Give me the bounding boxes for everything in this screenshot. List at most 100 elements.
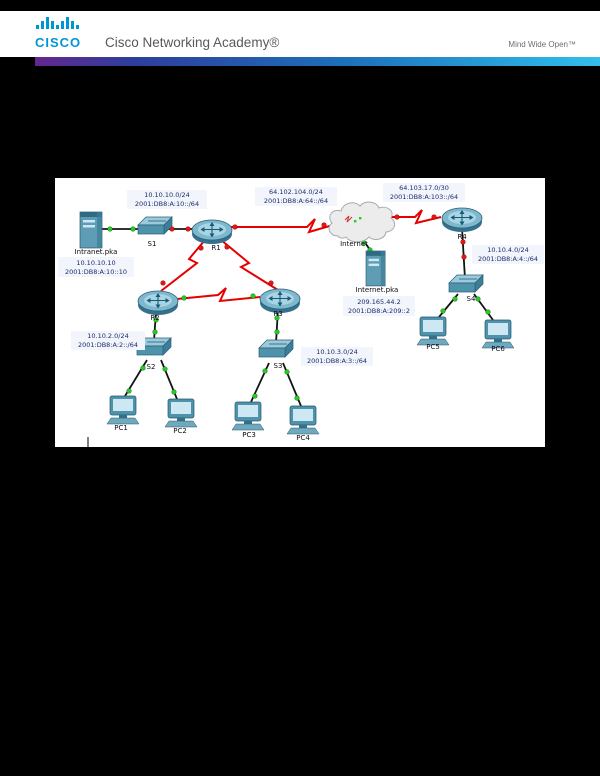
cloud-mark-icon — [354, 220, 357, 223]
status-dot-down — [185, 226, 191, 232]
pc-6[interactable] — [481, 319, 515, 349]
status-dot-up — [171, 389, 177, 395]
subnet-lan1-ipv6: 2001:DB8:A:10::/64 — [135, 200, 199, 208]
status-dot-up — [140, 365, 146, 371]
status-dot-up — [452, 296, 458, 302]
switch-s3[interactable] — [258, 339, 294, 358]
label-s3: S3 — [274, 362, 283, 370]
status-dot-down — [232, 224, 238, 230]
status-dot-down — [461, 254, 467, 260]
pc-4[interactable] — [286, 405, 320, 435]
subnet-lan4-ipv6: 2001:DB8:A:4::/64 — [478, 255, 538, 263]
intranet-address-bg — [58, 257, 134, 277]
status-dot-up — [440, 308, 446, 314]
switch-s4[interactable] — [448, 274, 484, 293]
label-r3: R3 — [273, 310, 282, 318]
link-r1-internet[interactable] — [227, 218, 334, 234]
academy-title: Cisco Networking Academy® — [105, 35, 280, 50]
label-pc6: PC6 — [491, 345, 505, 353]
link-r2-r3[interactable] — [176, 287, 261, 303]
tagline: Mind Wide Open™ — [508, 40, 576, 49]
status-dot-down — [224, 244, 230, 250]
link-r1-r3[interactable] — [220, 239, 279, 291]
pc-2[interactable] — [164, 398, 198, 428]
router-r2[interactable] — [137, 290, 179, 316]
label-pc3: PC3 — [242, 431, 256, 439]
subnet-lan1-ipv4: 10.10.10.0/24 — [144, 191, 190, 199]
status-dot-down — [394, 214, 400, 220]
cloud-internet[interactable] — [328, 201, 396, 243]
subnet-wan1-ipv6: 2001:DB8:A:64::/64 — [264, 197, 328, 205]
cloud-mark-icon — [344, 215, 353, 223]
switch-s1[interactable] — [137, 216, 173, 235]
subnet-lan2-ipv4: 10.10.2.0/24 — [87, 332, 128, 340]
subnet-wan1-ipv4: 64.102.104.0/24 — [269, 188, 323, 196]
subnet-lan2-ipv6: 2001:DB8:A:2::/64 — [78, 341, 138, 349]
internet-server-ipv6: 2001:DB8:A:209::2 — [348, 307, 410, 315]
header-accent-bar — [35, 57, 600, 66]
topology-diagram: 10.10.10.0/24 2001:DB8:A:10::/64 64.102.… — [55, 178, 545, 447]
subnet-label-lan3-bg — [301, 347, 373, 366]
cisco-wordmark: CISCO — [35, 35, 82, 50]
pc-3[interactable] — [231, 401, 265, 431]
intranet-ipv4: 10.10.10.10 — [76, 259, 115, 267]
status-dot-up — [485, 309, 491, 315]
label-internet-cloud: Internet — [340, 240, 368, 248]
link-r1-r2[interactable] — [160, 239, 206, 292]
status-dot-up — [250, 293, 256, 299]
status-dot-up — [284, 369, 290, 375]
intranet-ipv6: 2001:DB8:A:10::10 — [65, 268, 127, 276]
label-r4: R4 — [457, 233, 467, 241]
cisco-logo-bars-icon — [36, 17, 79, 29]
server-internet[interactable] — [365, 250, 386, 287]
label-pc2: PC2 — [173, 427, 187, 435]
status-dot-down — [431, 214, 437, 220]
label-pc5: PC5 — [426, 343, 440, 351]
pc-1[interactable] — [106, 395, 140, 425]
status-dot-up — [274, 315, 280, 321]
status-dot-down — [198, 245, 204, 251]
status-dot-down — [160, 280, 166, 286]
router-r4[interactable] — [441, 207, 483, 233]
status-dot-up — [130, 226, 136, 232]
status-dot-down — [460, 239, 466, 245]
page-header: CISCO Cisco Networking Academy® Mind Wid… — [0, 11, 600, 57]
status-dot-up — [274, 329, 280, 335]
link-r4-s4[interactable] — [461, 227, 466, 280]
subnet-wan2-ipv4: 64.103.17.0/30 — [399, 184, 449, 192]
label-intranet-server: Intranet.pka — [75, 248, 118, 256]
label-pc1: PC1 — [114, 424, 128, 432]
subnet-label-wan2-bg — [383, 183, 465, 202]
cloud-mark-icon — [359, 217, 362, 220]
pc-5[interactable] — [416, 316, 450, 346]
label-internet-server: Internet.pka — [356, 286, 399, 294]
internet-server-ipv4: 209.165.44.2 — [357, 298, 400, 306]
status-dot-up — [181, 295, 187, 301]
label-s1: S1 — [148, 240, 157, 248]
status-dot-up — [262, 368, 268, 374]
status-dot-up — [252, 393, 258, 399]
server-intranet[interactable] — [79, 211, 103, 249]
subnet-label-wan1-bg — [255, 187, 337, 206]
status-dot-up — [475, 296, 481, 302]
subnet-label-lan1-bg — [127, 190, 207, 209]
router-r1[interactable] — [191, 219, 233, 245]
status-dot-up — [126, 388, 132, 394]
topology-canvas: 10.10.10.0/24 2001:DB8:A:10::/64 64.102.… — [58, 183, 544, 447]
status-dot-down — [268, 280, 274, 286]
link-internet-r4[interactable] — [389, 209, 442, 225]
subnet-label-lan4-bg — [472, 245, 544, 264]
cisco-logo: CISCO — [35, 16, 81, 50]
subnet-lan3-ipv4: 10.10.3.0/24 — [316, 348, 357, 356]
status-dot-up — [152, 329, 158, 335]
subnet-lan4-ipv4: 10.10.4.0/24 — [487, 246, 528, 254]
status-dot-up — [107, 226, 113, 232]
status-dot-up — [153, 317, 159, 323]
label-pc4: PC4 — [296, 434, 310, 442]
link-r3-s3[interactable] — [275, 308, 279, 344]
status-dot-up — [294, 395, 300, 401]
status-dot-up — [162, 366, 168, 372]
link-r2-s2[interactable] — [153, 310, 157, 342]
status-dot-down — [321, 222, 327, 228]
label-s2: S2 — [147, 363, 156, 371]
